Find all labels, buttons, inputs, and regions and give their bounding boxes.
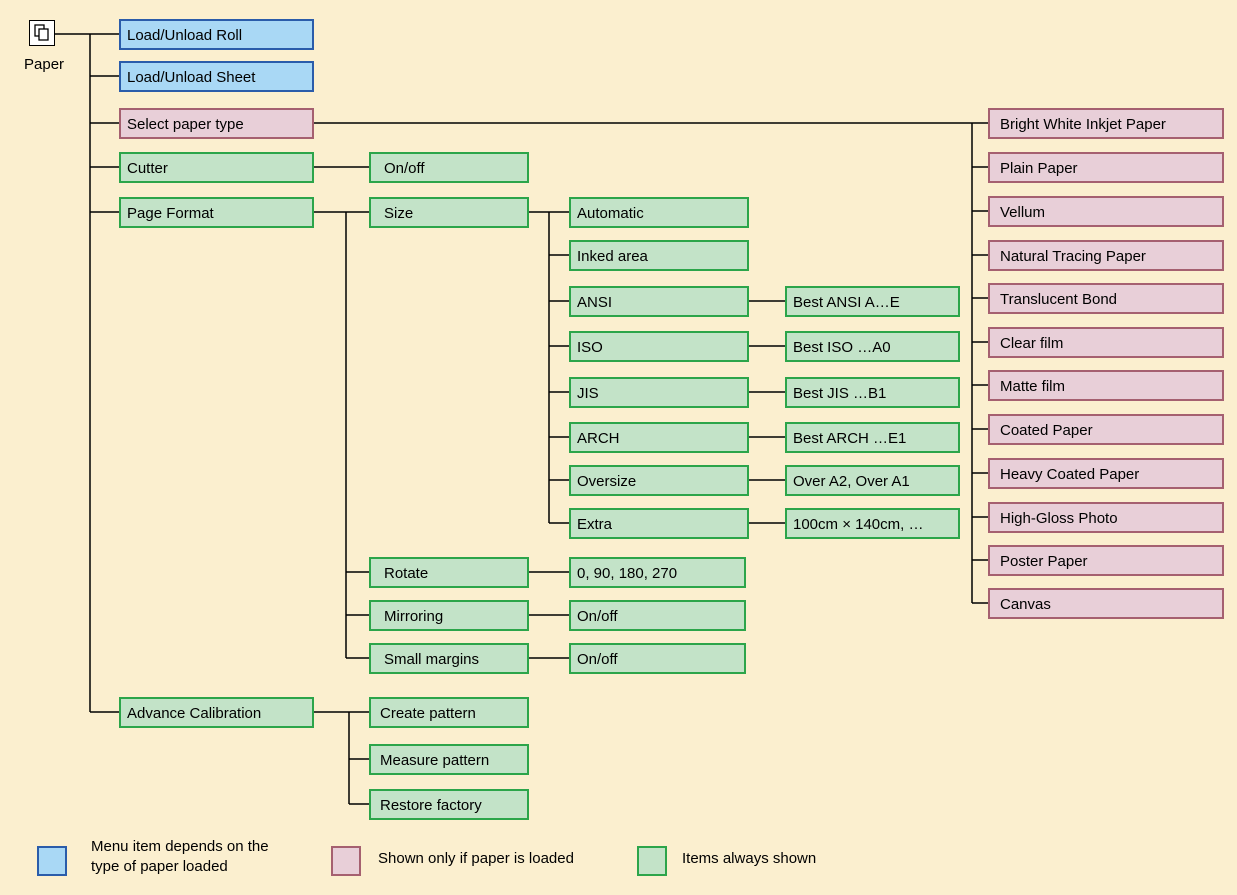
paper-type-item[interactable]: Translucent Bond <box>988 283 1224 314</box>
paper-type-item[interactable]: Natural Tracing Paper <box>988 240 1224 271</box>
legend-text-green: Items always shown <box>682 850 817 867</box>
menu-load-unload-roll[interactable]: Load/Unload Roll <box>119 19 314 50</box>
menu-ansi-value[interactable]: Best ANSI A…E <box>785 286 960 317</box>
paper-type-item[interactable]: Coated Paper <box>988 414 1224 445</box>
menu-size-iso[interactable]: ISO <box>569 331 749 362</box>
legend-text-pink: Shown only if paper is loaded <box>378 850 574 867</box>
paper-type-item[interactable]: Vellum <box>988 196 1224 227</box>
menu-select-paper-type[interactable]: Select paper type <box>119 108 314 139</box>
menu-cutter[interactable]: Cutter <box>119 152 314 183</box>
menu-restore-factory[interactable]: Restore factory <box>369 789 529 820</box>
menu-size-arch[interactable]: ARCH <box>569 422 749 453</box>
menu-cutter-onoff[interactable]: On/off <box>369 152 529 183</box>
menu-mirroring[interactable]: Mirroring <box>369 600 529 631</box>
paper-icon <box>29 20 55 46</box>
paper-type-item[interactable]: Plain Paper <box>988 152 1224 183</box>
menu-size-oversize[interactable]: Oversize <box>569 465 749 496</box>
menu-small-margins-value[interactable]: On/off <box>569 643 746 674</box>
menu-size-extra[interactable]: Extra <box>569 508 749 539</box>
menu-rotate[interactable]: Rotate <box>369 557 529 588</box>
paper-type-item[interactable]: Canvas <box>988 588 1224 619</box>
paper-type-item[interactable]: High-Gloss Photo <box>988 502 1224 533</box>
paper-type-item[interactable]: Poster Paper <box>988 545 1224 576</box>
paper-type-item[interactable]: Bright White Inkjet Paper <box>988 108 1224 139</box>
menu-arch-value[interactable]: Best ARCH …E1 <box>785 422 960 453</box>
menu-oversize-value[interactable]: Over A2, Over A1 <box>785 465 960 496</box>
menu-create-pattern[interactable]: Create pattern <box>369 697 529 728</box>
menu-rotate-value[interactable]: 0, 90, 180, 270 <box>569 557 746 588</box>
menu-size-inked-area[interactable]: Inked area <box>569 240 749 271</box>
menu-load-unload-sheet[interactable]: Load/Unload Sheet <box>119 61 314 92</box>
legend-swatch-green <box>637 846 667 876</box>
paper-type-item[interactable]: Heavy Coated Paper <box>988 458 1224 489</box>
paper-type-item[interactable]: Clear film <box>988 327 1224 358</box>
legend-text-blue: Menu item depends on the type of paper l… <box>91 838 269 875</box>
paper-type-item[interactable]: Matte film <box>988 370 1224 401</box>
legend-swatch-blue <box>37 846 67 876</box>
menu-mirroring-value[interactable]: On/off <box>569 600 746 631</box>
menu-iso-value[interactable]: Best ISO …A0 <box>785 331 960 362</box>
menu-measure-pattern[interactable]: Measure pattern <box>369 744 529 775</box>
menu-extra-value[interactable]: 100cm × 140cm, … <box>785 508 960 539</box>
root-label: Paper <box>24 56 65 73</box>
legend-swatch-pink <box>331 846 361 876</box>
menu-size-ansi[interactable]: ANSI <box>569 286 749 317</box>
menu-size[interactable]: Size <box>369 197 529 228</box>
menu-advance-calibration[interactable]: Advance Calibration <box>119 697 314 728</box>
menu-small-margins[interactable]: Small margins <box>369 643 529 674</box>
menu-jis-value[interactable]: Best JIS …B1 <box>785 377 960 408</box>
menu-size-jis[interactable]: JIS <box>569 377 749 408</box>
menu-size-automatic[interactable]: Automatic <box>569 197 749 228</box>
menu-page-format[interactable]: Page Format <box>119 197 314 228</box>
